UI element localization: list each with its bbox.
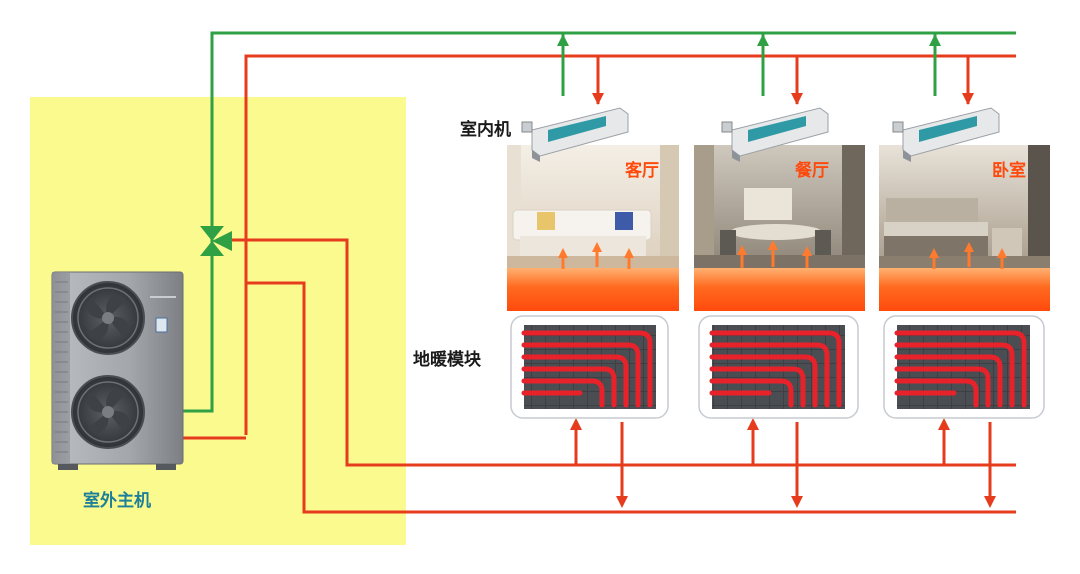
arrow-up-icon bbox=[570, 418, 582, 430]
fan-icon bbox=[71, 281, 145, 355]
fan-icon bbox=[71, 375, 145, 449]
room-bedroom bbox=[879, 145, 1050, 311]
fan-coil-unit bbox=[521, 107, 629, 162]
arrow-down-icon bbox=[791, 496, 803, 508]
arrow-up-icon bbox=[557, 34, 569, 46]
supply-main-floor bbox=[228, 238, 1016, 467]
indoor-unit-label: 室内机 bbox=[460, 119, 511, 140]
room-label-living: 客厅 bbox=[624, 160, 659, 181]
heat-rise-icon bbox=[737, 240, 812, 268]
three-way-valve-icon bbox=[200, 226, 232, 256]
arrow-down-icon bbox=[984, 496, 996, 508]
arrow-up-icon bbox=[747, 418, 759, 430]
outdoor-unit bbox=[51, 271, 184, 470]
outdoor-unit-label: 室外主机 bbox=[83, 490, 151, 511]
heat-rise-icon bbox=[558, 242, 634, 269]
arrow-up-icon bbox=[938, 418, 950, 430]
arrow-down-icon bbox=[616, 496, 628, 508]
control-panel bbox=[155, 317, 168, 333]
arrow-up-icon bbox=[757, 34, 769, 46]
fan-coil-unit bbox=[892, 107, 1000, 162]
floor-heating-label: 地暖模块 bbox=[413, 349, 482, 370]
fan-coil-unit bbox=[721, 107, 829, 162]
room-living bbox=[507, 145, 679, 311]
return-main-top bbox=[183, 31, 1016, 413]
room-dining bbox=[694, 145, 865, 311]
return-main-floor bbox=[246, 281, 1016, 514]
room-label-bedroom: 卧室 bbox=[992, 160, 1026, 181]
grille-icon bbox=[55, 281, 68, 453]
arrow-down-icon bbox=[592, 93, 604, 105]
arrow-up-icon bbox=[929, 34, 941, 46]
supply-main-top bbox=[244, 54, 1016, 435]
flow-arrows bbox=[220, 34, 996, 508]
room-label-dining: 餐厅 bbox=[795, 160, 829, 181]
heat-rise-icon bbox=[929, 242, 1007, 269]
arrow-down-icon bbox=[962, 93, 974, 105]
arrow-down-icon bbox=[791, 93, 803, 105]
floor-heating-module bbox=[883, 315, 1045, 419]
floor-heating-module bbox=[698, 315, 859, 419]
floor-heating-module bbox=[510, 315, 669, 419]
